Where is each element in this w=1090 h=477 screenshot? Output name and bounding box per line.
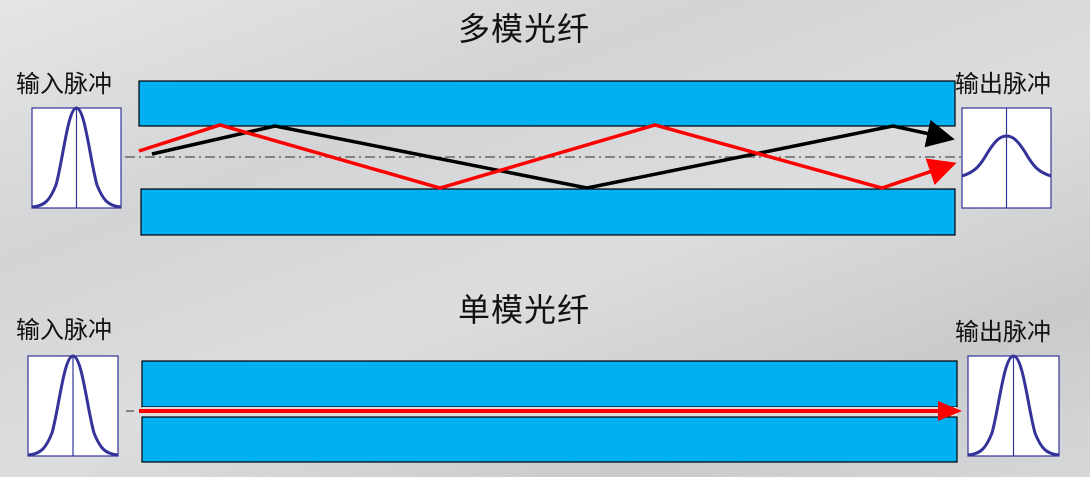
multimode-fiber: [125, 80, 962, 236]
multimode-input-pulse-label: 输入脉冲: [16, 70, 112, 98]
multimode-fiber-title: 多模光纤: [458, 10, 591, 48]
singlemode-output-pulse-plot: [967, 354, 1060, 457]
multimode-output-pulse-label: 输出脉冲: [955, 70, 1051, 98]
multimode-black-ray: [151, 119, 955, 190]
singlemode-fiber: [126, 360, 962, 463]
multimode-bottom-cladding: [140, 188, 956, 236]
narrow-pulse-curve: [27, 354, 119, 457]
singlemode-top-cladding: [141, 360, 958, 408]
multimode-top-cladding: [138, 80, 956, 127]
singlemode-bottom-cladding: [141, 416, 958, 463]
singlemode-fiber-title: 单模光纤: [458, 291, 591, 329]
multimode-red-ray: [138, 123, 957, 190]
broadened-pulse-curve: [961, 134, 1052, 178]
multimode-output-pulse-plot: [961, 107, 1052, 209]
multimode-input-pulse-plot: [31, 106, 122, 209]
singlemode-output-pulse-label: 输出脉冲: [955, 318, 1051, 346]
narrow-pulse-curve: [967, 354, 1060, 457]
singlemode-input-pulse-plot: [27, 354, 119, 457]
singlemode-input-pulse-label: 输入脉冲: [16, 316, 112, 344]
narrow-pulse-curve: [31, 106, 122, 209]
